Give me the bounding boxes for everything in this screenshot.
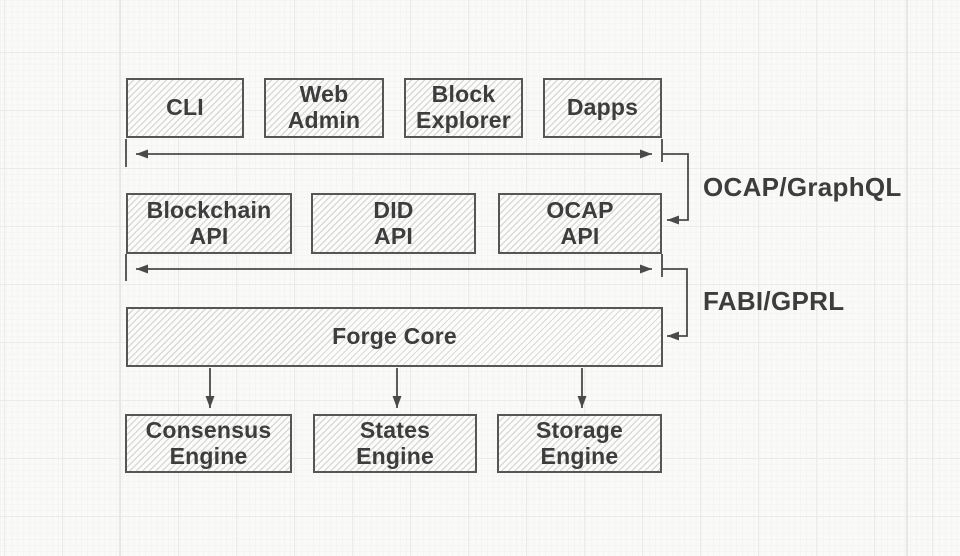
grid-major-line-right bbox=[906, 0, 908, 556]
box-forge-core-label: Forge Core bbox=[332, 323, 457, 350]
box-did-api: DID API bbox=[311, 193, 476, 254]
box-did-api-label: DID API bbox=[373, 196, 414, 249]
box-cli: CLI bbox=[126, 78, 244, 138]
box-consensus-engine: Consensus Engine bbox=[125, 414, 292, 473]
box-cli-label: CLI bbox=[166, 94, 204, 121]
box-web-admin: Web Admin bbox=[264, 78, 384, 138]
box-states-engine-label: States Engine bbox=[356, 416, 434, 469]
box-states-engine: States Engine bbox=[313, 414, 477, 473]
box-block-explorer-label: Block Explorer bbox=[416, 81, 511, 133]
box-storage-engine: Storage Engine bbox=[497, 414, 662, 473]
label-fabi-gprl: FABI/GPRL bbox=[703, 286, 845, 316]
label-ocap-graphql: OCAP/GraphQL bbox=[703, 172, 902, 202]
box-forge-core: Forge Core bbox=[126, 307, 663, 367]
box-dapps-label: Dapps bbox=[566, 94, 639, 121]
box-ocap-api-label: OCAP API bbox=[546, 196, 614, 249]
box-web-admin-label: Web Admin bbox=[287, 81, 361, 133]
box-dapps: Dapps bbox=[543, 78, 662, 138]
box-ocap-api: OCAP API bbox=[498, 193, 662, 254]
box-blockchain-api: Blockchain API bbox=[126, 193, 292, 254]
box-storage-engine-label: Storage Engine bbox=[535, 416, 624, 469]
connector-ocap-graphql bbox=[662, 153, 689, 225]
box-blockchain-api-label: Blockchain API bbox=[146, 196, 272, 249]
connector-fabi-gprl bbox=[662, 268, 688, 341]
box-block-explorer: Block Explorer bbox=[404, 78, 523, 138]
grid-major-line-left bbox=[119, 0, 121, 556]
box-consensus-engine-label: Consensus Engine bbox=[145, 416, 272, 469]
